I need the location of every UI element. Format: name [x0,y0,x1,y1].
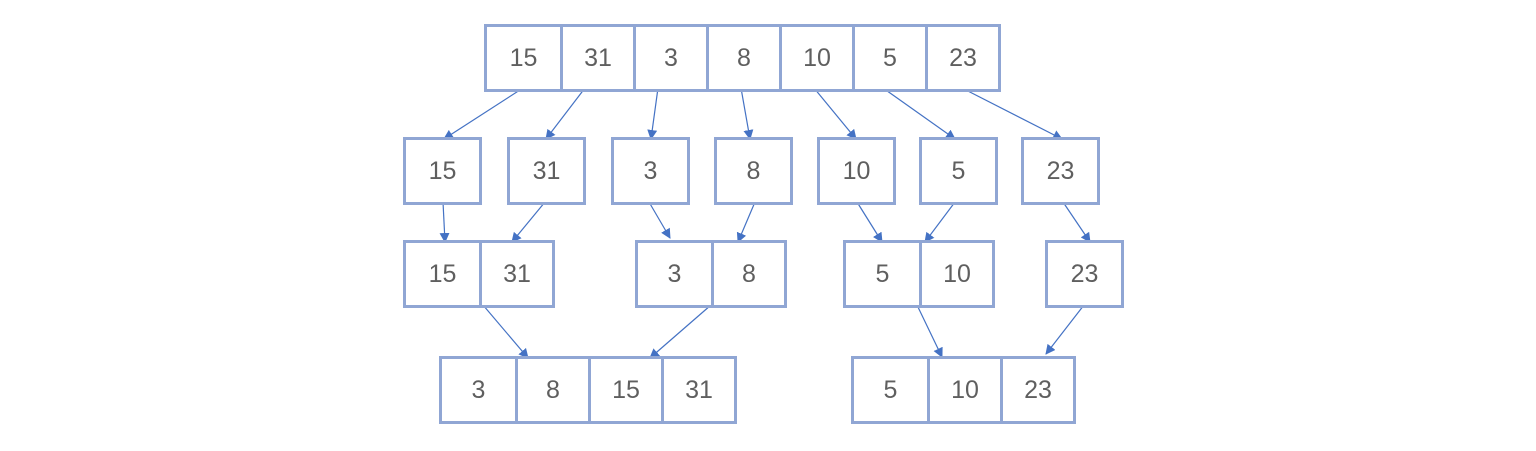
array-cell: 8 [515,359,588,421]
array-cell: 31 [560,27,633,89]
arrow-11 [856,201,883,243]
array-cell: 15 [509,43,538,72]
arrow-9 [648,201,671,239]
array-single-4: 10 [817,137,896,205]
array-cell: 3 [471,375,486,404]
array-cell: 23 [925,27,998,89]
arrow-5 [882,87,956,140]
arrow-6 [961,87,1063,140]
arrow-12 [924,201,956,243]
array-single-6: 23 [1021,137,1100,205]
array-cell: 31 [479,243,552,305]
arrow-10 [736,201,756,243]
array-merge-1-2: 5 10 [843,240,995,308]
arrow-1 [545,87,586,140]
array-single-3: 8 [714,137,793,205]
arrow-2 [647,87,659,140]
array-cell: 8 [711,243,784,305]
array-cell: 5 [883,375,898,404]
array-cell: 8 [706,27,779,89]
arrow-0 [443,87,524,140]
array-cell: 5 [875,259,890,288]
array-cell: 10 [919,243,992,305]
array-cell: 23 [1046,156,1075,185]
array-cell: 8 [746,156,761,185]
array-cell: 5 [951,156,966,185]
array-cell: 15 [588,359,661,421]
array-cell: 23 [1000,359,1073,421]
arrow-16 [916,304,943,358]
arrow-7 [439,201,450,243]
array-cell: 10 [842,156,871,185]
array-merge-1-3: 23 [1045,240,1124,308]
array-cell: 31 [661,359,734,421]
array-cell: 3 [643,156,658,185]
array-single-0: 15 [403,137,482,205]
array-cell: 31 [532,156,561,185]
array-single-1: 31 [507,137,586,205]
arrow-3 [740,87,754,140]
arrow-15 [649,304,712,359]
arrow-14 [482,304,529,359]
array-cell: 15 [428,259,457,288]
arrow-13 [1062,201,1091,243]
array-cell: 15 [428,156,457,185]
array-cell: 5 [852,27,925,89]
array-cell: 23 [1070,259,1099,288]
array-cell: 3 [633,27,706,89]
arrow-4 [813,87,857,140]
array-cell: 10 [779,27,852,89]
arrow-17 [1045,304,1085,355]
array-cell: 10 [927,359,1000,421]
array-single-2: 3 [611,137,690,205]
arrow-8 [511,201,546,243]
array-cell: 3 [667,259,682,288]
array-single-5: 5 [919,137,998,205]
